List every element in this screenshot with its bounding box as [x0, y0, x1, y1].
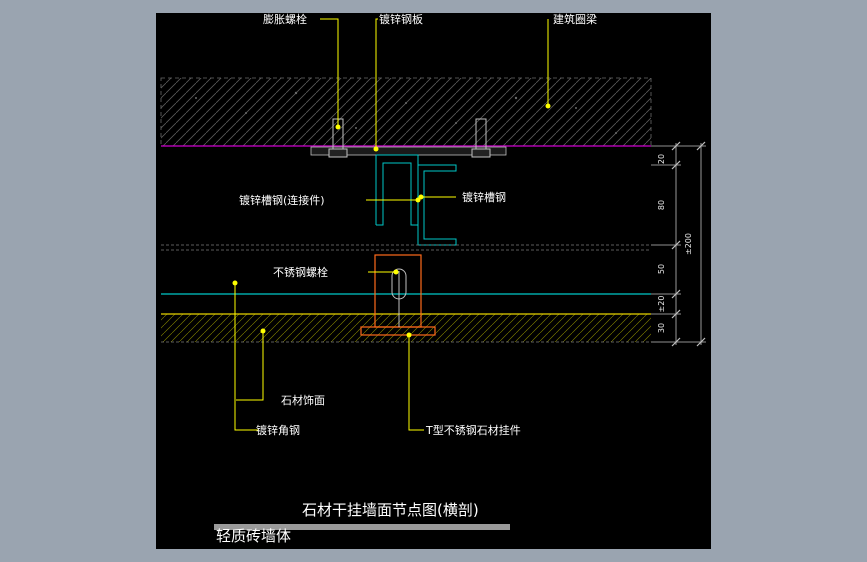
expansion-bolt-right — [471, 118, 491, 158]
dimension-ticks — [671, 141, 706, 347]
leader-lines — [234, 18, 549, 431]
label-connector-channel: 镀锌槽钢(连接件) — [239, 193, 325, 207]
label-expansion-bolt: 膨胀螺栓 — [263, 13, 307, 26]
connector-channel — [375, 154, 419, 226]
section-drawing: 20 80 50 ±20 30 ±200 膨胀螺栓 镀锌钢板 建筑圈梁 镀锌槽钢… — [160, 13, 706, 545]
dim-50: 50 — [657, 264, 666, 274]
stainless-bolt-slot — [391, 268, 407, 327]
t-hanger — [360, 254, 436, 336]
dim-80: 80 — [657, 200, 666, 210]
concrete-beam — [160, 77, 652, 147]
label-t-hanger: T型不锈钢石材挂件 — [425, 423, 521, 437]
dim-20: 20 — [657, 154, 666, 164]
label-building-ring-beam: 建筑圈梁 — [553, 13, 597, 26]
label-galvanized-angle: 镀锌角钢 — [256, 423, 300, 437]
dim-plusminus-20: ±20 — [657, 296, 666, 313]
stone-facing — [161, 314, 651, 342]
label-galvanized-channel: 镀锌槽钢 — [462, 190, 506, 204]
label-stone-facing: 石材饰面 — [281, 393, 325, 407]
dim-total: ±200 — [684, 233, 693, 255]
label-stainless-bolt: 不锈钢螺栓 — [273, 265, 328, 279]
drawing-canvas: 20 80 50 ±20 30 ±200 膨胀螺栓 镀锌钢板 建筑圈梁 镀锌槽钢… — [156, 13, 711, 549]
dimension-lines — [651, 143, 706, 345]
aggregate-dots — [195, 91, 617, 134]
wall-type-label: 轻质砖墙体 — [216, 527, 291, 545]
label-galvanized-plate: 镀锌钢板 — [379, 13, 423, 26]
drawing-title: 石材干挂墙面节点图(横剖) — [302, 501, 479, 519]
galvanized-channel — [417, 164, 457, 246]
leader-dots — [232, 103, 551, 338]
dim-30: 30 — [657, 323, 666, 333]
title-underline — [214, 524, 510, 530]
